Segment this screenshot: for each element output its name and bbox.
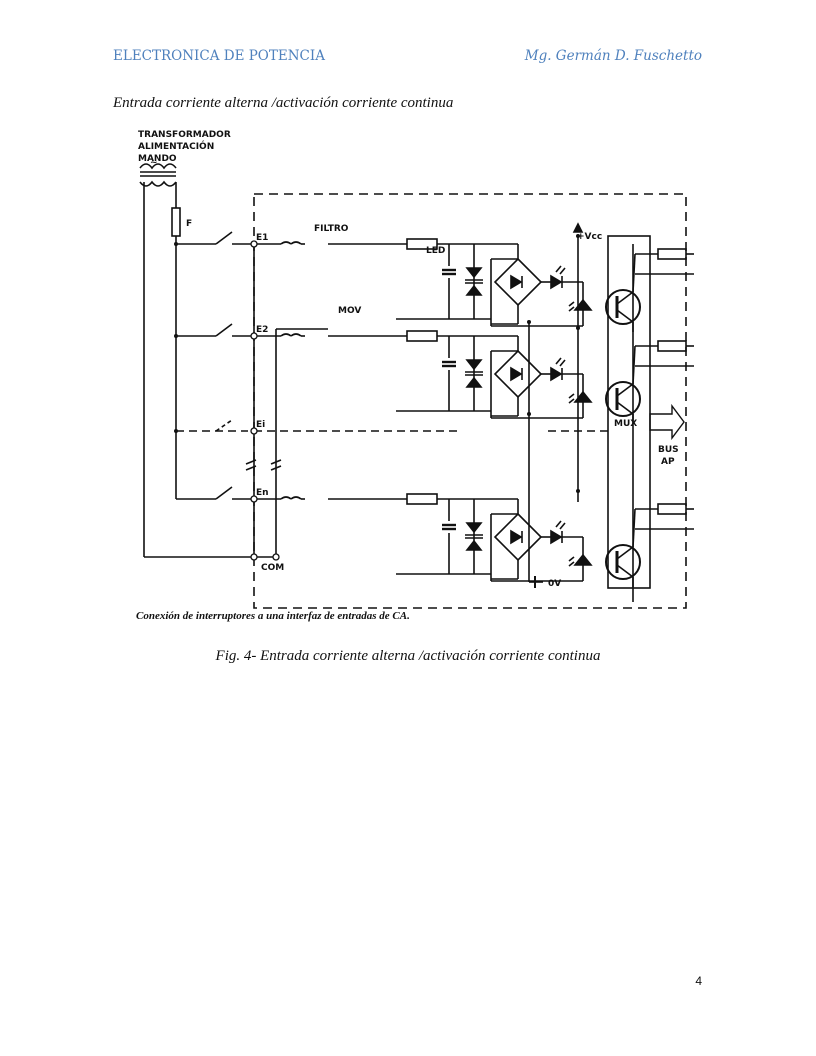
e2-label: E2 <box>256 325 268 335</box>
e1-label: E1 <box>256 233 268 243</box>
header-author: Mg. Germán D. Fuschetto <box>524 48 702 64</box>
circuit-diagram: ~ <box>128 124 694 628</box>
diagram-caption: Conexión de interruptores a una interfaz… <box>136 610 410 622</box>
en-label: En <box>256 488 269 498</box>
fuse-label: F <box>186 219 192 229</box>
ov-label: 0V <box>548 579 561 589</box>
bus-label-2: AP <box>661 457 675 467</box>
transformer-label-3: MANDO <box>138 154 177 164</box>
transformer-label-2: ALIMENTACIÓN <box>138 140 214 152</box>
mux-label: MUX <box>614 419 637 429</box>
mov-label: MOV <box>338 306 361 316</box>
vcc-label: +Vcc <box>577 232 602 242</box>
filter-label: FILTRO <box>314 224 349 234</box>
ei-label: Ei <box>256 420 265 430</box>
transformer-label-1: TRANSFORMADOR <box>138 130 231 140</box>
led-label: LED <box>426 246 445 256</box>
figure-caption: Fig. 4- Entrada corriente alterna /activ… <box>215 648 601 664</box>
page-number: 4 <box>695 974 702 988</box>
header-title: ELECTRONICA DE POTENCIA <box>113 48 325 64</box>
section-title: Entrada corriente alterna /activación co… <box>113 95 454 111</box>
bus-label-1: BUS <box>658 445 679 455</box>
com-label: COM <box>261 563 284 573</box>
tilde-label: ~ <box>150 158 158 168</box>
